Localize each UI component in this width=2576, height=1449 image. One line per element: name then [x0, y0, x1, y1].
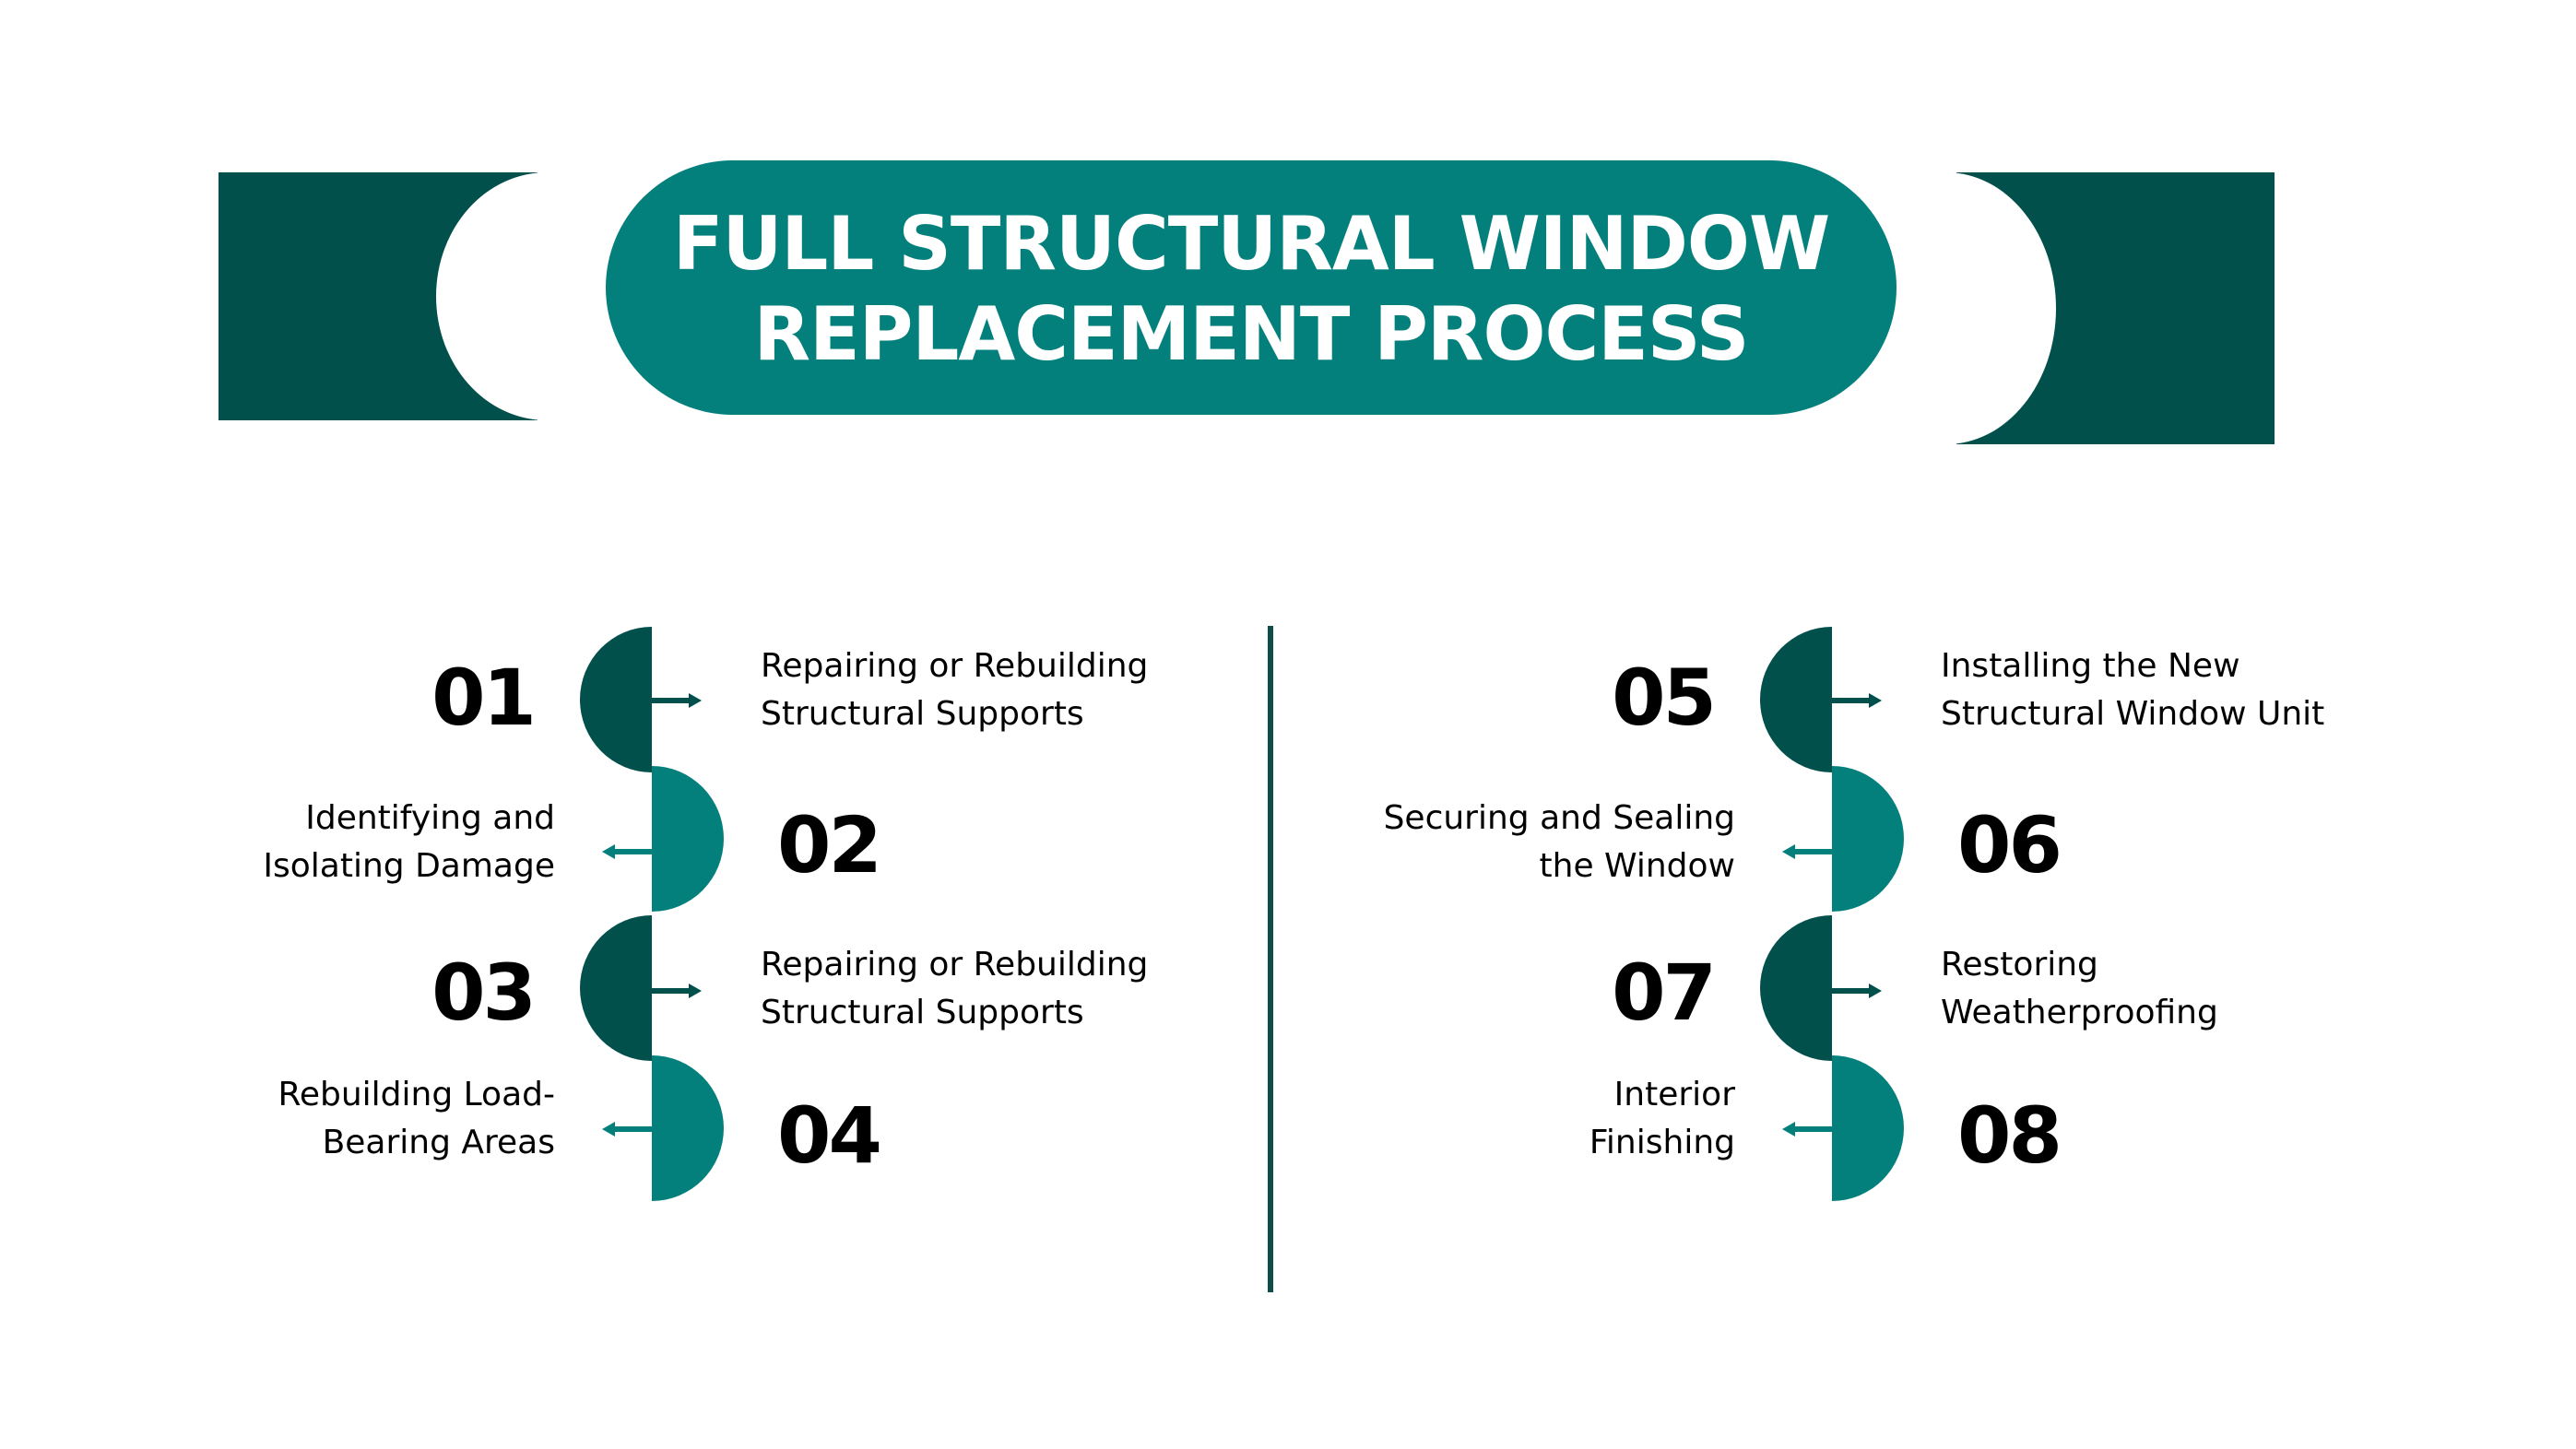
step-number: 06 — [1957, 800, 2062, 890]
description-line-2: Finishing — [1589, 1124, 1735, 1161]
title-line-1: FULL STRUCTURAL WINDOW — [672, 201, 1830, 287]
description-line-1: Securing and Sealing — [1383, 799, 1735, 837]
description-line-1: Interior — [1613, 1076, 1735, 1113]
arrow-left-icon — [1782, 844, 1832, 859]
description-line-1: Installing the New — [1941, 647, 2240, 685]
step-06-description: Securing and Sealing the Window — [1384, 795, 1735, 890]
description-line-1: Repairing or Rebuilding — [761, 946, 1149, 984]
description-line-1: Identifying and — [305, 799, 555, 837]
step-number: 05 — [1612, 653, 1717, 743]
description-line-1: Rebuilding Load- — [278, 1076, 555, 1113]
arrow-right-icon — [652, 984, 702, 998]
description-line-2: Bearing Areas — [322, 1124, 555, 1161]
step-number: 07 — [1612, 948, 1717, 1038]
arrow-right-icon — [1832, 984, 1882, 998]
arrow-left-icon — [1782, 1122, 1832, 1137]
description-line-2: Weatherproofing — [1941, 994, 2218, 1031]
arrow-right-icon — [652, 693, 702, 708]
title-line-2: REPLACEMENT PROCESS — [753, 291, 1749, 377]
page-title: FULL STRUCTURAL WINDOW REPLACEMENT PROCE… — [672, 199, 1830, 380]
description-line-1: Repairing or Rebuilding — [761, 647, 1149, 685]
step-number: 01 — [431, 653, 537, 743]
column-divider — [1268, 626, 1273, 1292]
banner-left-block — [219, 172, 657, 420]
title-banner: FULL STRUCTURAL WINDOW REPLACEMENT PROCE… — [606, 160, 1897, 415]
description-line-2: Isolating Damage — [263, 847, 555, 885]
step-02-half-circle — [652, 766, 724, 912]
description-line-2: Structural Supports — [761, 994, 1084, 1031]
description-line-2: the Window — [1539, 847, 1735, 885]
arrow-right-icon — [1832, 693, 1882, 708]
description-line-1: Restoring — [1941, 946, 2098, 984]
step-06-half-circle — [1832, 766, 1904, 912]
description-line-2: Structural Window Unit — [1941, 695, 2325, 733]
arrow-left-icon — [602, 1122, 652, 1137]
step-number: 02 — [777, 800, 882, 890]
step-04-description: Rebuilding Load- Bearing Areas — [278, 1071, 555, 1167]
step-number: 03 — [431, 948, 537, 1038]
step-number: 04 — [777, 1090, 882, 1181]
arrow-left-icon — [602, 844, 652, 859]
step-number: 08 — [1957, 1090, 2062, 1181]
banner-right-block — [1837, 172, 2275, 444]
description-line-2: Structural Supports — [761, 695, 1084, 733]
